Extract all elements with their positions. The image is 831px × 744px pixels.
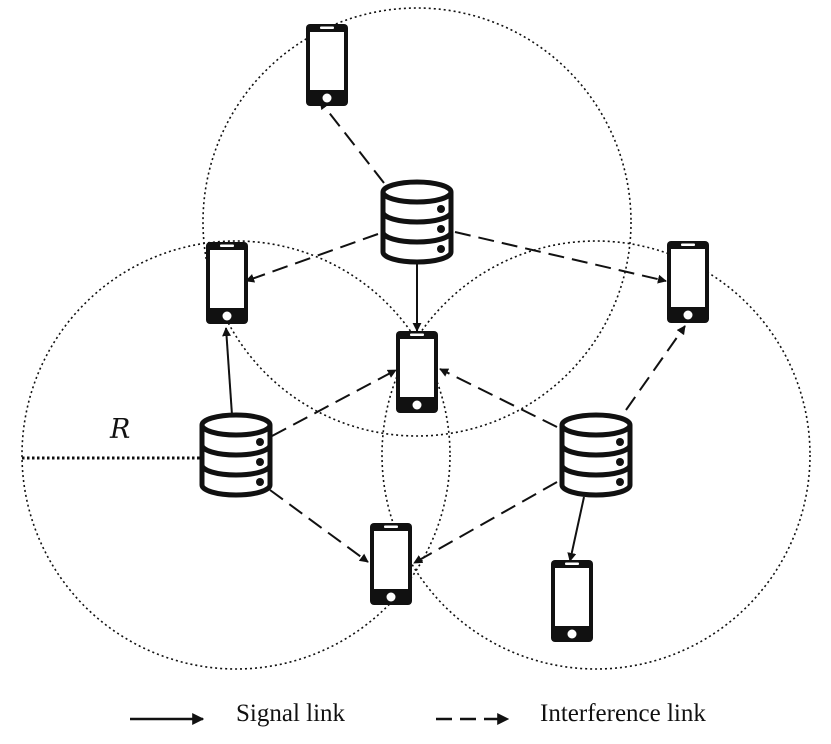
radius-label: R <box>110 414 131 445</box>
database-cylinder-icon <box>202 415 270 495</box>
smartphone-icon <box>370 523 412 605</box>
interference-top-to-top-user <box>319 100 385 184</box>
top-cell-coverage <box>202 7 632 437</box>
legend-interference-label: Interference link <box>540 700 706 727</box>
interference-right-to-bottom-center <box>413 481 558 564</box>
right-cell-coverage <box>381 240 811 670</box>
legend-signal-label: Signal link <box>236 700 346 727</box>
signal-link-right-to-bottom-right <box>567 496 585 562</box>
left-cell-coverage <box>21 240 451 670</box>
smartphone-icon <box>306 24 348 106</box>
interference-left-to-bottom-center <box>269 489 369 563</box>
interference-top-to-upper-right <box>454 231 667 284</box>
coverage-circles <box>21 7 811 670</box>
interference-right-to-upper-right <box>625 325 686 411</box>
database-cylinder-icon <box>562 415 630 495</box>
interference-links <box>245 100 686 564</box>
smartphone-icon <box>396 331 438 413</box>
signal-links <box>222 262 585 562</box>
smartphone-icon <box>551 560 593 642</box>
user-devices <box>206 24 709 642</box>
signal-link-left-to-upper-left <box>222 327 233 416</box>
interference-top-to-upper-left <box>245 233 379 283</box>
interference-left-to-center <box>271 369 397 437</box>
smartphone-icon <box>206 242 248 324</box>
smartphone-icon <box>667 241 709 323</box>
legend: Signal link Interference link <box>128 700 768 740</box>
interference-right-to-center <box>439 368 558 428</box>
database-cylinder-icon <box>383 182 451 262</box>
